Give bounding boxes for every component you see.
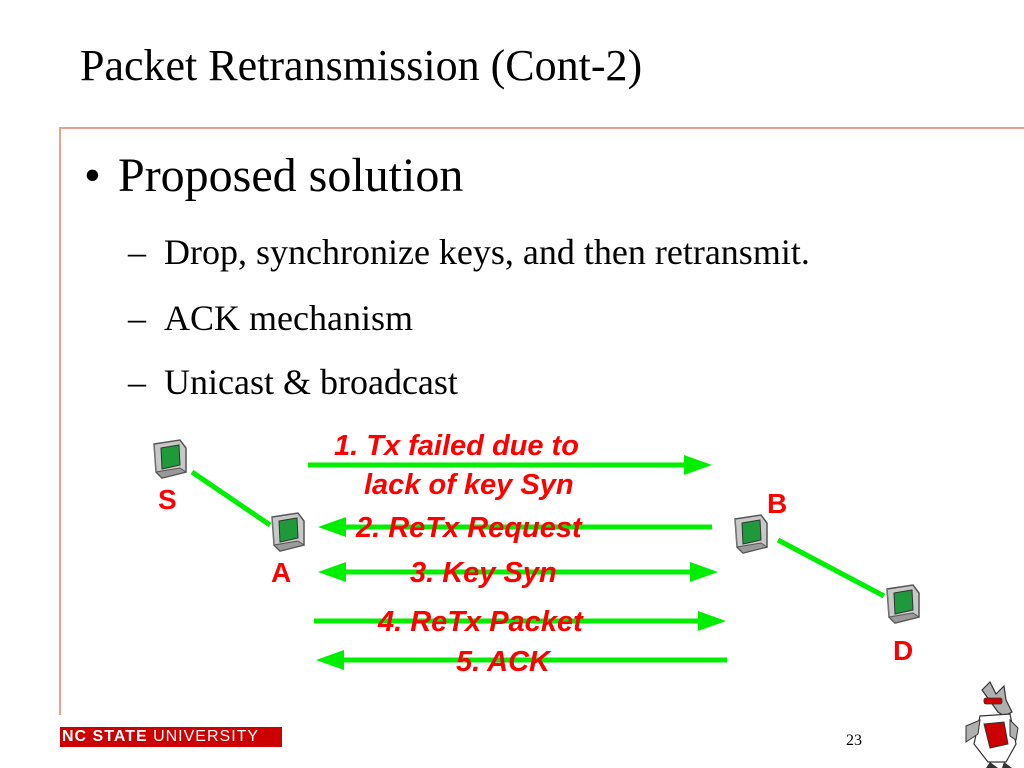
sub-bullet-unicast: –Unicast & broadcast xyxy=(128,364,458,400)
sub-dash: – xyxy=(128,298,146,338)
sub-text: Drop, synchronize keys, and then retrans… xyxy=(164,232,810,272)
message-label-1b: lack of key Syn xyxy=(364,469,574,501)
page-number: 23 xyxy=(846,732,862,749)
wolf-mascot-logo xyxy=(965,680,1019,768)
arrow-ack xyxy=(316,650,727,670)
wordmark-rest: UNIVERSITY xyxy=(147,728,260,745)
sub-text: Unicast & broadcast xyxy=(164,362,458,402)
title-divider xyxy=(60,127,1024,129)
wordmark-bold: NC STATE xyxy=(62,728,148,745)
node-label-a: A xyxy=(271,557,291,588)
message-label-1a: 1. Tx failed due to xyxy=(334,430,579,462)
arrow-key-syn xyxy=(318,562,718,582)
bullet-proposed-solution: • Proposed solution xyxy=(84,152,463,200)
bullet-text: Proposed solution xyxy=(118,149,464,202)
arrow-tx-failed xyxy=(308,455,712,475)
computer-icon-a xyxy=(271,512,305,552)
university-wordmark: NC STATE UNIVERSITY xyxy=(62,728,259,746)
link-b-d xyxy=(776,537,886,599)
message-label-3: 3. Key Syn xyxy=(410,557,557,589)
bullet-marker: • xyxy=(84,149,101,202)
link-s-a xyxy=(190,469,272,528)
computer-icon-d xyxy=(886,584,920,624)
university-brand-bar xyxy=(60,727,282,747)
computer-icon-s xyxy=(153,439,187,479)
node-label-b: B xyxy=(767,488,787,519)
message-label-2: 2. ReTx Request xyxy=(355,512,583,544)
arrow-retx-request xyxy=(318,517,712,537)
node-label-d: D xyxy=(893,635,913,666)
node-label-s: S xyxy=(158,484,177,515)
sub-text: ACK mechanism xyxy=(164,298,413,338)
sub-bullet-ack: –ACK mechanism xyxy=(128,300,413,336)
slide-title: Packet Retransmission (Cont-2) xyxy=(80,41,643,90)
sub-dash: – xyxy=(128,232,146,272)
message-label-4: 4. ReTx Packet xyxy=(377,606,584,638)
left-divider xyxy=(59,127,61,715)
computer-icon-b xyxy=(734,514,768,554)
arrow-retx-packet xyxy=(314,611,726,631)
sub-bullet-drop: –Drop, synchronize keys, and then retran… xyxy=(128,234,810,270)
message-label-5: 5. ACK xyxy=(456,646,552,678)
sub-dash: – xyxy=(128,362,146,402)
